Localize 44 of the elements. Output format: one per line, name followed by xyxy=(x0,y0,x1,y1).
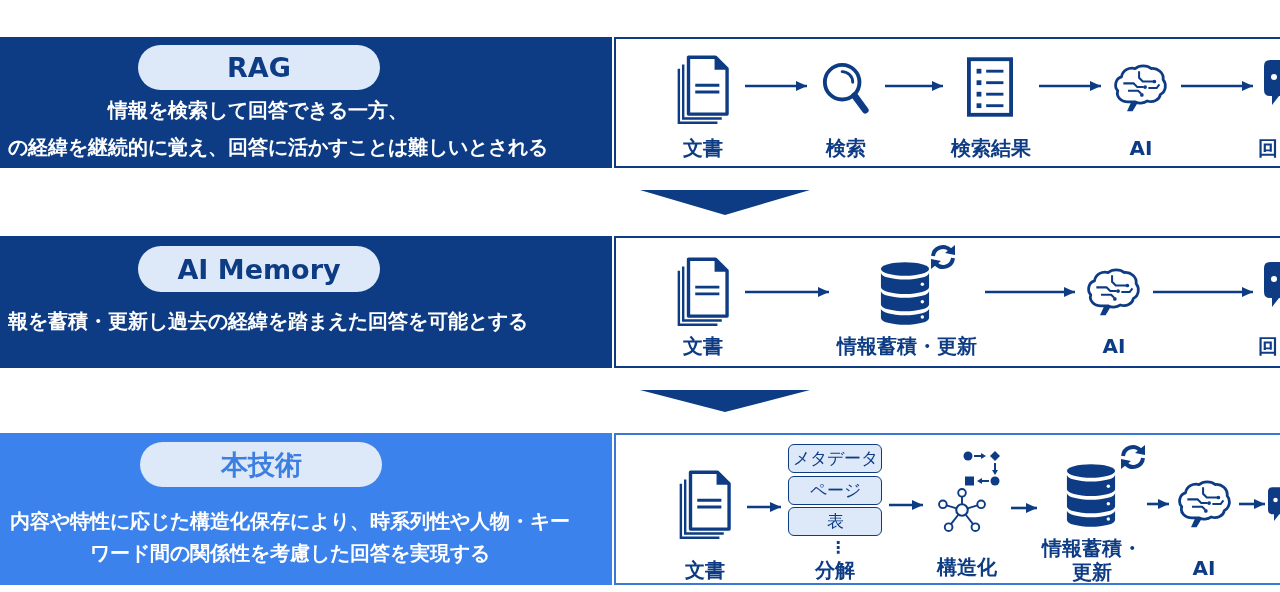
title-pill: 本技術 xyxy=(140,442,382,487)
arrow xyxy=(745,81,807,91)
node-label: 構造化 xyxy=(937,555,997,579)
description-text: 報を蓄積・更新し過去の経緯を踏まえた回答を可能とする xyxy=(8,308,529,334)
node-label: 情報蓄積・更新 xyxy=(837,334,977,358)
chevron-arrow xyxy=(640,390,810,412)
stacked-tag: ページ xyxy=(788,476,882,505)
flow-panel xyxy=(614,433,1280,585)
node-label: AI xyxy=(1192,556,1216,580)
node-label: 検索 xyxy=(826,136,866,160)
description-panel xyxy=(0,433,612,585)
node-label: 情報蓄積・更新 xyxy=(1040,536,1143,584)
arrow xyxy=(1153,287,1253,297)
arrow xyxy=(1147,499,1169,509)
arrow xyxy=(1039,81,1101,91)
arrow xyxy=(889,500,923,510)
flow-panel xyxy=(614,236,1280,368)
ellipsis-text: ⋮ xyxy=(830,538,842,558)
node-label: 回 xyxy=(1258,136,1278,160)
description-panel xyxy=(0,37,612,168)
arrow xyxy=(745,287,829,297)
node-label: AI xyxy=(1102,334,1126,358)
arrow xyxy=(747,502,781,512)
description-text: 内容や特性に応じた構造化保存により、時系列性や人物・キーワード間の関係性を考慮した回答を実現する xyxy=(9,508,571,567)
node-label: 回 xyxy=(1258,334,1278,358)
description-text: 情報を検索して回答できる一方、 xyxy=(106,97,409,123)
flow-panel xyxy=(614,37,1280,168)
arrow xyxy=(885,81,943,91)
title-pill: AI Memory xyxy=(138,246,380,292)
node-label: 文書 xyxy=(683,136,723,160)
arrow xyxy=(1239,499,1265,509)
stacked-tag: 表 xyxy=(788,507,882,536)
description-panel xyxy=(0,236,612,368)
node-label: 分解 xyxy=(815,558,855,582)
arrow xyxy=(1181,81,1253,91)
title-pill: RAG xyxy=(138,45,380,90)
node-label: 文書 xyxy=(685,558,725,582)
arrow xyxy=(1011,503,1037,513)
node-label: 文書 xyxy=(683,334,723,358)
node-label: AI xyxy=(1129,136,1153,160)
stacked-tag: メタデータ xyxy=(788,444,882,473)
node-label: 検索結果 xyxy=(951,136,1031,160)
arrow xyxy=(985,287,1075,297)
description-text: の経緯を継続的に覚え、回答に活かすことは難しいとされる xyxy=(8,134,549,160)
